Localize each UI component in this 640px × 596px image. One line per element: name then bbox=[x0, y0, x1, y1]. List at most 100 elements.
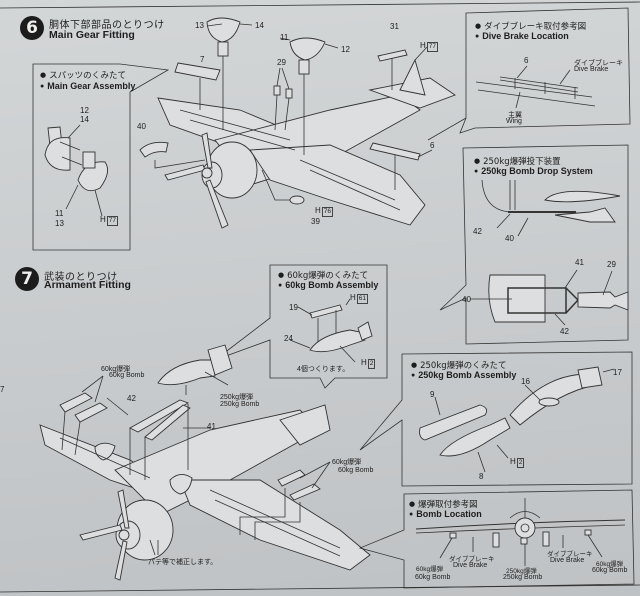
part-7 bbox=[174, 62, 221, 81]
part-label-19: 19 bbox=[289, 303, 298, 312]
part-label-41: 41 bbox=[207, 422, 216, 431]
part-label-29: 29 bbox=[277, 58, 286, 67]
bomb-side bbox=[554, 207, 616, 223]
bomb60-front bbox=[449, 532, 457, 539]
step-7-title-en: Armament Fitting bbox=[44, 279, 131, 291]
spat bbox=[169, 474, 193, 495]
location-right-bomb-jp: 60kg爆弾 bbox=[596, 561, 624, 568]
right-wing bbox=[249, 144, 426, 226]
part-39 bbox=[289, 195, 305, 205]
step-6-title-jp: 胴体下部部品のとりつけ bbox=[49, 20, 165, 31]
bomb-250kg-tail bbox=[207, 344, 233, 376]
dive-brake-drawing bbox=[475, 65, 596, 109]
location-right-brake-jp: ダイブブレーキ bbox=[547, 551, 593, 558]
location-center-bomb-en: 250kg Bomb bbox=[503, 574, 543, 581]
part-label: 13 bbox=[55, 219, 64, 228]
prop-blade bbox=[117, 489, 130, 529]
vertical-fin bbox=[399, 58, 426, 96]
main-gear-box-title-jp: スパッツのくみたて bbox=[40, 69, 126, 81]
dive-brake-box-title-en: Dive Brake Location bbox=[475, 31, 569, 41]
location-right-bomb-en: 60kg Bomb bbox=[592, 567, 628, 574]
bomb60-left-label-en: 60kg Bomb bbox=[109, 372, 145, 379]
page-number: 7 bbox=[0, 385, 5, 394]
bomb250-label-jp: 250kg爆弾 bbox=[220, 394, 254, 401]
part-9 bbox=[419, 404, 488, 441]
spinner bbox=[201, 167, 213, 179]
tail-plane bbox=[279, 404, 331, 446]
step6-aircraft-drawing bbox=[139, 17, 456, 229]
main-gear-box-title-en: Main Gear Assembly bbox=[40, 81, 135, 91]
part-label-40: 40 bbox=[505, 234, 514, 243]
bomb60-left-label-jp: 60kg爆弾 bbox=[101, 366, 131, 373]
step-6-number-badge: 6 bbox=[20, 16, 44, 40]
part-17 bbox=[577, 366, 603, 389]
bomb-fins bbox=[357, 321, 373, 341]
location-left-bomb-jp: 60kg爆弾 bbox=[416, 566, 444, 573]
location-left-brake-jp: ダイブブレーキ bbox=[449, 556, 495, 563]
wing-label-en: Wing bbox=[506, 118, 522, 125]
part-label-40: 40 bbox=[137, 122, 146, 131]
location-left-bomb-en: 60kg Bomb bbox=[415, 574, 451, 581]
part-label-11: 11 bbox=[280, 33, 289, 42]
part-label-17: 17 bbox=[613, 368, 622, 377]
bomb-60kg-left bbox=[59, 392, 93, 413]
part-label-8: 8 bbox=[479, 472, 484, 481]
part-label-31: 31 bbox=[390, 22, 399, 31]
bomb-location-box-frame bbox=[358, 489, 635, 589]
spinner bbox=[118, 529, 130, 541]
bomb-front bbox=[542, 531, 550, 547]
part-29 bbox=[285, 88, 293, 99]
part-label-42: 42 bbox=[560, 327, 569, 336]
bomb-bottom bbox=[577, 291, 629, 311]
spat-13-14 bbox=[206, 17, 241, 43]
bomb-location-box-title-jp: 爆弾取付参考図 bbox=[409, 498, 478, 510]
bomb250-box-title-en: 250kg Bomb Assembly bbox=[411, 370, 516, 380]
bomb-front bbox=[492, 532, 500, 548]
part-label-39: 39 bbox=[311, 217, 320, 226]
part-42 bbox=[129, 399, 190, 433]
part-label-29: 29 bbox=[607, 260, 616, 269]
page-top-edge bbox=[0, 1, 640, 9]
bomb250-label-en: 250kg Bomb bbox=[220, 401, 260, 408]
part-label-42: 42 bbox=[473, 227, 482, 236]
bomb-60kg-left bbox=[74, 402, 108, 423]
bomb-60kg-right bbox=[277, 469, 306, 487]
step-7-number-badge: 7 bbox=[15, 267, 39, 291]
bomb-drop-box-title-jp: 250kg爆弾投下装置 bbox=[474, 155, 561, 167]
main-gear-box-frame bbox=[32, 63, 170, 251]
main-gear-assembly-drawing bbox=[44, 124, 109, 217]
bomb60-front bbox=[584, 529, 592, 536]
location-center-bomb-jp: 250kg爆弾 bbox=[506, 568, 537, 575]
part-label-6: 6 bbox=[430, 141, 435, 150]
bomb-drop-bottom-drawing bbox=[470, 269, 629, 326]
make-four-note: 4個つくります。 bbox=[297, 366, 350, 373]
bomb-60kg-right bbox=[289, 483, 321, 501]
part-41 bbox=[144, 404, 191, 441]
part-40 bbox=[139, 141, 169, 158]
part-label-41: 41 bbox=[575, 258, 584, 267]
location-left-brake-en: Dive Brake bbox=[453, 562, 488, 569]
page-bottom-edge bbox=[0, 584, 640, 593]
bomb60-assembly-drawing bbox=[289, 298, 373, 363]
bomb60-right-label-en: 60kg Bomb bbox=[338, 467, 374, 474]
part-label: 14 bbox=[80, 115, 89, 124]
bomb60-box-frame bbox=[214, 264, 388, 389]
part-31 bbox=[377, 49, 408, 62]
part-19 bbox=[309, 304, 343, 319]
step7-aircraft-drawing bbox=[39, 344, 371, 581]
spat-half bbox=[44, 137, 71, 171]
putty-note: パテ等で補正します。 bbox=[148, 559, 218, 566]
prop-blade bbox=[164, 164, 206, 181]
part-label-12: 12 bbox=[341, 45, 350, 54]
part-label-40: 40 bbox=[462, 295, 471, 304]
part-6 bbox=[369, 142, 421, 161]
location-right-brake-en: Dive Brake bbox=[550, 557, 585, 564]
step-7-title-jp: 武装のとりつけ bbox=[44, 272, 118, 283]
prop-blade bbox=[205, 179, 229, 229]
